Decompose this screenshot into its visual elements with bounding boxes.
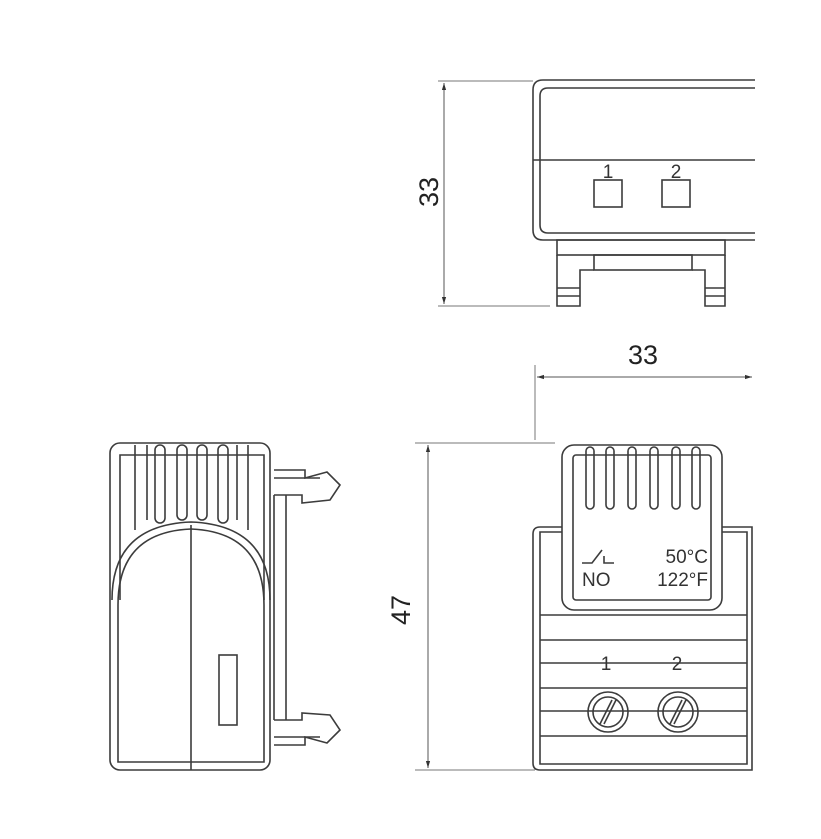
housing-outline (109, 442, 271, 771)
side-view (109, 442, 342, 771)
dimension-label-front-width: 33 (628, 340, 658, 370)
indicator-window (218, 654, 238, 726)
din-clip (556, 239, 726, 307)
top-view: 33 1 2 (414, 79, 755, 307)
terminal-screw-2-icon (657, 691, 699, 733)
cooling-fins (585, 446, 701, 510)
front-view: 33 47 50°C NO 122°F 1 2 (386, 340, 753, 771)
terminal-opening-1 (593, 179, 623, 208)
terminal-label-2: 2 (671, 162, 682, 183)
temperature-celsius: 50°C (666, 547, 708, 568)
terminal-opening-2 (661, 179, 691, 208)
terminal-label-1: 1 (601, 654, 612, 675)
housing-ribs (540, 614, 747, 737)
terminal-screw-1-icon (587, 691, 629, 733)
dimension-label-front-height: 47 (386, 595, 416, 625)
temperature-fahrenheit: 122°F (657, 570, 708, 591)
terminal-label-2: 2 (672, 654, 683, 675)
no-contact-symbol-icon (582, 549, 614, 564)
housing-inner-outline (119, 454, 265, 600)
dome-inner-outline (117, 528, 265, 763)
housing-outline (532, 526, 753, 771)
sensor-cap (561, 444, 723, 611)
dome-outline (111, 521, 271, 601)
terminal-label-1: 1 (603, 162, 614, 183)
contact-type-label: NO (582, 570, 611, 591)
dimension-label-top-height: 33 (414, 177, 444, 207)
cooling-fins (134, 444, 249, 530)
housing-inner-outline (539, 531, 748, 765)
din-clip (273, 469, 342, 746)
sensor-cap-inner (572, 454, 712, 601)
